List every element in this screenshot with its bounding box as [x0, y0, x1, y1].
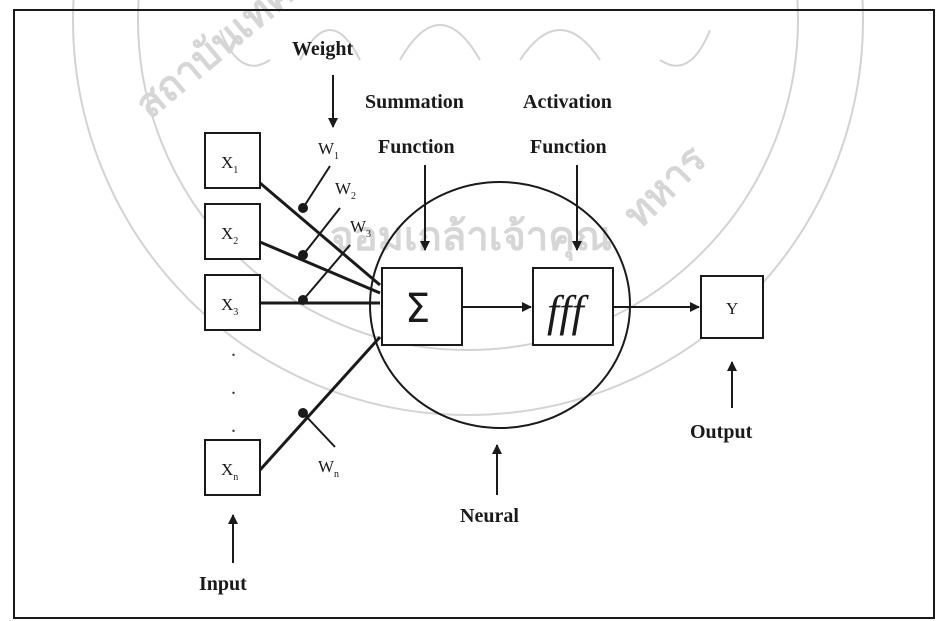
ellipsis-dot-1: .	[231, 339, 236, 361]
ellipsis-dot-3: .	[231, 415, 236, 437]
output-symbol: Y	[726, 299, 738, 318]
input-x1: X1	[205, 133, 260, 188]
junction-dot-w3	[298, 295, 308, 305]
output-heading: Output	[690, 421, 753, 443]
activation-heading: Activation	[523, 91, 612, 113]
watermark-text-2: จอมเกล้าเจ้าคุณ	[330, 214, 612, 262]
junction-dot-w2	[298, 250, 308, 260]
input-heading: Input	[199, 573, 247, 595]
sigma-symbol: Σ	[405, 286, 430, 332]
input-xn: Xn	[205, 440, 260, 495]
weight-label-w2: W2	[335, 179, 356, 202]
watermark-text: สถาบันเทคโนโลยี	[126, 0, 393, 128]
activation-heading-2: Function	[530, 136, 607, 158]
summation-heading-2: Function	[378, 136, 455, 158]
neural-heading: Neural	[460, 505, 519, 527]
ellipsis-dot-2: .	[231, 377, 236, 399]
junction-dot-wn	[298, 408, 308, 418]
activation-symbol: fff	[547, 287, 589, 336]
svg-text:ทหาร: ทหาร	[615, 136, 716, 237]
weight-label-wn: Wn	[318, 457, 339, 480]
junction-dot-w1	[298, 203, 308, 213]
output-box: Y	[701, 276, 763, 338]
activation-box: fff	[533, 268, 613, 345]
input-x2: X2	[205, 204, 260, 259]
weight-heading: Weight	[292, 38, 353, 60]
input-x3: X3	[205, 275, 260, 330]
weight-label-w1: W1	[318, 139, 339, 162]
summation-box: Σ	[382, 268, 462, 345]
watermark-seal: สถาบันเทคโนโลยี จอมเกล้าเจ้าคุณ ทหาร	[73, 0, 863, 415]
summation-heading: Summation	[365, 91, 464, 113]
